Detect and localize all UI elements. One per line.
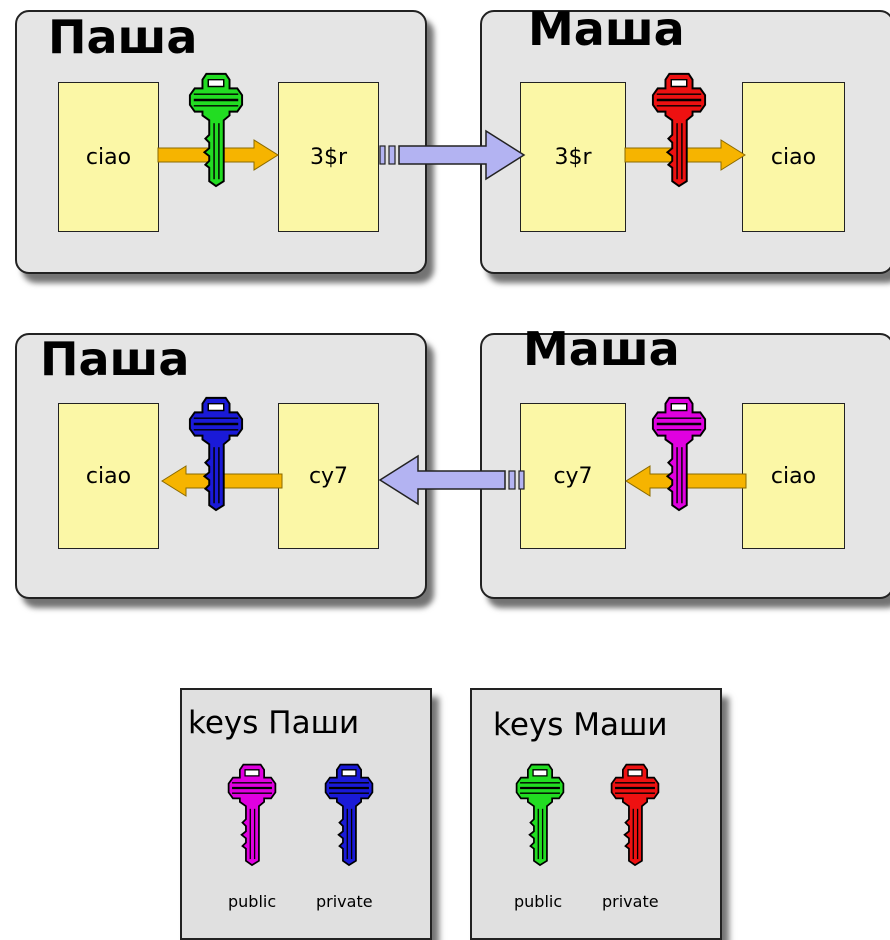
pasha-private-label: private <box>316 892 373 911</box>
pasha-keys-legend <box>180 688 432 940</box>
green-public-key-icon <box>187 70 245 188</box>
magenta-public-key-icon <box>226 756 278 872</box>
note-ciphertext-top-right: 3$r <box>520 82 626 232</box>
note-plaintext-top-left: ciao <box>58 82 159 232</box>
masha-private-label: private <box>602 892 659 911</box>
pasha-public-label: public <box>228 892 277 911</box>
magenta-public-key-icon <box>650 392 708 514</box>
transfer-arrow-bottom <box>378 454 525 506</box>
pasha-keys-title: keys Паши <box>188 705 360 741</box>
pasha-title-bottom: Паша <box>40 332 190 386</box>
note-ciphertext-top-left: 3$r <box>278 82 379 232</box>
green-public-key-icon <box>514 756 566 872</box>
masha-title-bottom: Маша <box>523 322 680 376</box>
note-plaintext-bottom-right: ciao <box>742 403 845 549</box>
note-ciphertext-bottom-right: cy7 <box>520 403 626 549</box>
blue-private-key-icon <box>323 756 375 872</box>
note-ciphertext-bottom-left: cy7 <box>278 403 379 549</box>
masha-public-label: public <box>514 892 563 911</box>
pasha-title-top: Паша <box>48 10 198 64</box>
note-plaintext-top-right: ciao <box>742 82 845 232</box>
masha-keys-title: keys Маши <box>493 707 668 743</box>
red-private-key-icon <box>650 70 708 188</box>
masha-keys-legend <box>470 688 722 940</box>
red-private-key-icon <box>609 756 661 872</box>
masha-title-top: Маша <box>528 2 685 56</box>
note-plaintext-bottom-left: ciao <box>58 403 159 549</box>
blue-private-key-icon <box>187 392 245 514</box>
transfer-arrow-top <box>379 129 526 181</box>
